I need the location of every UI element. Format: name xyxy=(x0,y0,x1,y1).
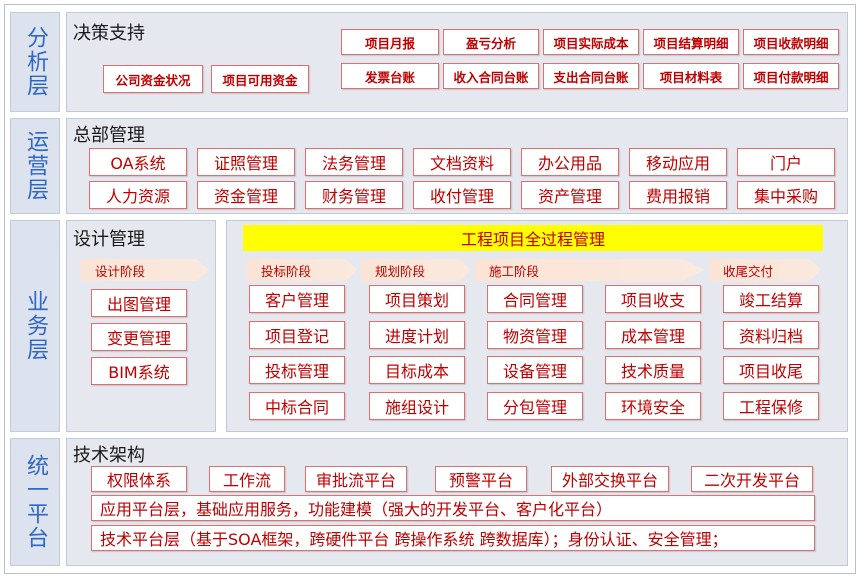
hq-box: OA系统 xyxy=(89,148,187,176)
hq-box: 财务管理 xyxy=(305,181,403,209)
hq-box: 证照管理 xyxy=(197,148,295,176)
project-box: 工程保修 xyxy=(723,392,819,420)
decision-box: 支出合同台账 xyxy=(543,63,639,89)
project-box: 成本管理 xyxy=(605,321,701,349)
phase-arrow: 收尾交付 xyxy=(709,259,821,281)
decision-box: 项目材料表 xyxy=(643,63,739,89)
decision-box: 项目结算明细 xyxy=(643,29,739,55)
tech-title: 技术架构 xyxy=(73,445,145,466)
design-phase-arrow: 设计阶段 xyxy=(81,259,209,281)
tech-box: 预警平台 xyxy=(435,466,527,492)
layer-business: 业务层 xyxy=(10,220,60,432)
project-box: 竣工结算 xyxy=(723,285,819,313)
hq-box: 法务管理 xyxy=(305,148,403,176)
hq-box: 门户 xyxy=(737,148,835,176)
decision-left-box: 公司资金状况 xyxy=(103,65,203,93)
hq-box: 集中采购 xyxy=(737,181,835,209)
hq-box: 文档资料 xyxy=(413,148,511,176)
project-box: 客户管理 xyxy=(249,285,345,313)
decision-box: 收入合同台账 xyxy=(443,63,539,89)
hq-box: 收付管理 xyxy=(413,181,511,209)
hq-box: 费用报销 xyxy=(629,181,727,209)
decision-box: 项目收款明细 xyxy=(743,29,839,55)
hq-box: 移动应用 xyxy=(629,148,727,176)
project-box: 项目收尾 xyxy=(723,356,819,384)
project-box: 施组设计 xyxy=(369,392,465,420)
project-box: 项目策划 xyxy=(369,285,465,313)
design-panel: 设计管理 设计阶段 出图管理 变更管理 BIM系统 xyxy=(66,220,216,432)
decision-left-box: 项目可用资金 xyxy=(211,65,309,93)
layer-operation: 运营层 xyxy=(10,118,60,214)
project-box: 资料归档 xyxy=(723,321,819,349)
project-box: 环境安全 xyxy=(605,392,701,420)
project-box: 进度计划 xyxy=(369,321,465,349)
project-box: 分包管理 xyxy=(487,392,583,420)
tech-box: 外部交换平台 xyxy=(551,466,669,492)
layer-operation-label: 运营层 xyxy=(23,130,48,202)
project-box: 项目登记 xyxy=(249,321,345,349)
project-box: 技术质量 xyxy=(605,356,701,384)
layer-platform-label: 统一平台 xyxy=(23,454,48,550)
project-box: 合同管理 xyxy=(487,285,583,313)
decision-box: 项目实际成本 xyxy=(543,29,639,55)
layer-business-label: 业务层 xyxy=(23,290,48,362)
app-platform-layer: 应用平台层，基础应用服务，功能建模（强大的开发平台、客户化平台） xyxy=(91,495,815,521)
layer-analysis-label: 分析层 xyxy=(23,26,48,98)
decision-panel: 决策支持 公司资金状况 项目可用资金 项目月报 盈亏分析 项目实际成本 项目结算… xyxy=(66,12,848,112)
tech-panel: 技术架构 权限体系 工作流 审批流平台 预警平台 外部交换平台 二次开发平台 应… xyxy=(66,438,848,566)
tech-box: 工作流 xyxy=(209,466,285,492)
project-box: 物资管理 xyxy=(487,321,583,349)
decision-box: 项目月报 xyxy=(341,29,439,55)
project-title-banner: 工程项目全过程管理 xyxy=(243,225,823,251)
decision-box: 发票台账 xyxy=(341,63,439,89)
layer-platform: 统一平台 xyxy=(10,438,60,566)
project-panel: 工程项目全过程管理 投标阶段 规划阶段 施工阶段 收尾交付 客户管理 项目登记 … xyxy=(226,220,848,432)
project-box: 项目收支 xyxy=(605,285,701,313)
design-box: BIM系统 xyxy=(91,357,187,385)
phase-arrow: 施工阶段 xyxy=(475,259,705,281)
hq-box: 资产管理 xyxy=(521,181,619,209)
phase-arrow: 规划阶段 xyxy=(361,259,471,281)
layer-analysis: 分析层 xyxy=(10,12,60,112)
decision-box: 盈亏分析 xyxy=(443,29,539,55)
tech-platform-layer: 技术平台层（基于SOA框架，跨硬件平台 跨操作系统 跨数据库）；身份认证、安全管… xyxy=(91,525,815,551)
project-box: 中标合同 xyxy=(249,392,345,420)
tech-box: 二次开发平台 xyxy=(691,466,813,492)
tech-box: 审批流平台 xyxy=(305,466,407,492)
hq-box: 办公用品 xyxy=(521,148,619,176)
hq-title: 总部管理 xyxy=(73,125,145,146)
decision-box: 项目付款明细 xyxy=(743,63,839,89)
design-box: 出图管理 xyxy=(91,289,187,317)
project-box: 投标管理 xyxy=(249,356,345,384)
decision-title: 决策支持 xyxy=(73,23,145,44)
design-box: 变更管理 xyxy=(91,323,187,351)
project-box: 设备管理 xyxy=(487,356,583,384)
hq-box: 人力资源 xyxy=(89,181,187,209)
design-title: 设计管理 xyxy=(73,229,145,250)
hq-panel: 总部管理 OA系统 证照管理 法务管理 文档资料 办公用品 移动应用 门户 人力… xyxy=(66,118,848,214)
phase-arrow: 投标阶段 xyxy=(247,259,357,281)
project-box: 目标成本 xyxy=(369,356,465,384)
tech-box: 权限体系 xyxy=(91,466,187,492)
hq-box: 资金管理 xyxy=(197,181,295,209)
